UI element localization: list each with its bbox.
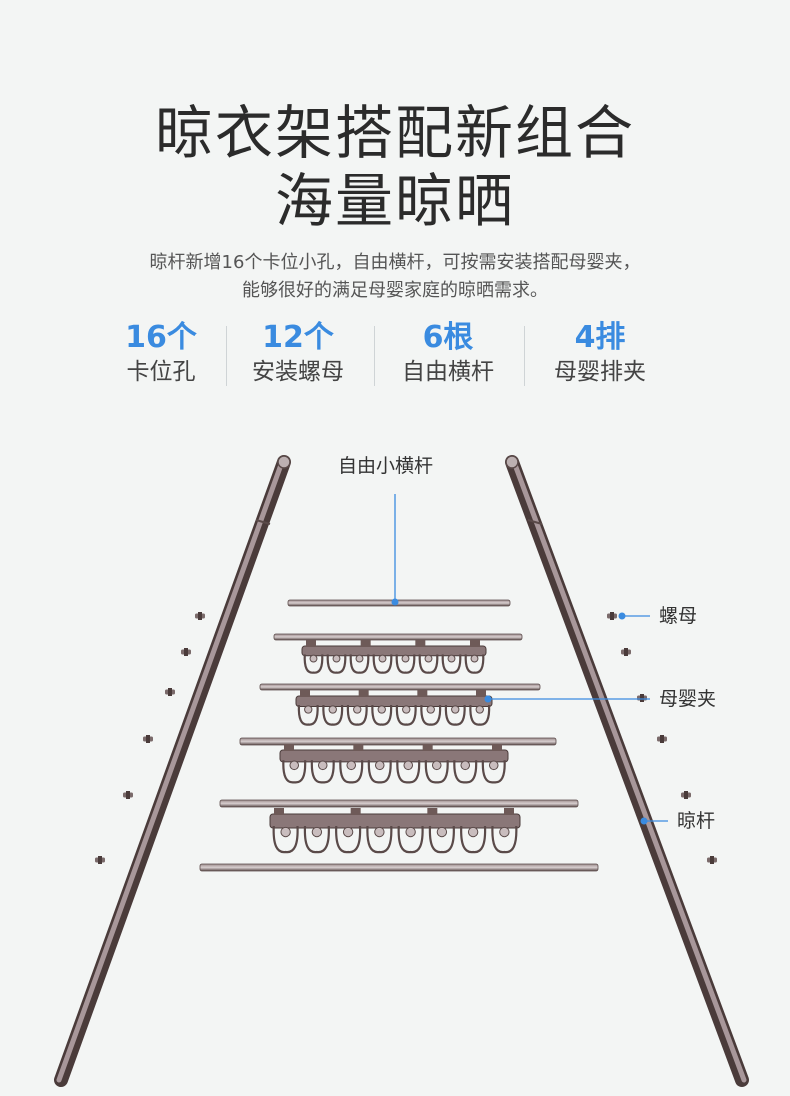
- clip-row: [269, 808, 521, 854]
- baby-clip: [326, 654, 347, 674]
- crossbar: [287, 599, 511, 607]
- baby-clip: [349, 654, 370, 674]
- baby-clip: [282, 760, 307, 784]
- baby-clip: [444, 704, 466, 726]
- nut: [681, 791, 691, 799]
- baby-clip: [272, 825, 299, 854]
- nut: [123, 791, 133, 799]
- stat-clip-rows: 4排 母婴排夹: [525, 322, 675, 387]
- callout-crossbar-label: 自由小横杆: [338, 455, 434, 477]
- clip-row: [301, 640, 487, 674]
- stats-row: 16个 卡位孔 12个 安装螺母 6根 自由横杆 4排 母婴排夹: [0, 322, 790, 388]
- description-line1: 晾杆新增16个卡位小孔，自由横杆，可按需安装搭配母婴夹，: [149, 252, 641, 273]
- nut: [637, 694, 647, 702]
- baby-clip: [339, 760, 364, 784]
- baby-clip: [396, 760, 421, 784]
- baby-clip: [453, 760, 478, 784]
- baby-clip: [335, 825, 362, 854]
- stat-label: 自由横杆: [402, 359, 494, 385]
- baby-clip: [366, 825, 393, 854]
- baby-clip: [481, 760, 506, 784]
- callout-nut-label: 螺母: [659, 605, 698, 627]
- description-line2: 能够很好的满足母婴家庭的晾晒需求。: [242, 280, 548, 301]
- crossbar: [273, 633, 523, 641]
- nut: [657, 735, 667, 743]
- right-pole: [505, 455, 749, 1087]
- stat-label: 母婴排夹: [554, 359, 646, 385]
- baby-clip: [310, 760, 335, 784]
- stat-value: 12个: [262, 320, 334, 355]
- baby-clip: [424, 760, 449, 784]
- baby-clip: [367, 760, 392, 784]
- nut: [95, 856, 105, 864]
- nut: [165, 688, 175, 696]
- headline-line1: 晾衣架搭配新组合: [154, 99, 635, 167]
- nut: [621, 648, 631, 656]
- crossbar: [199, 863, 599, 872]
- baby-clip: [297, 704, 319, 726]
- baby-clip: [372, 654, 393, 674]
- baby-clip: [428, 825, 455, 854]
- stat-holes: 16个 卡位孔: [86, 322, 236, 387]
- baby-clip: [460, 825, 487, 854]
- baby-clip: [303, 654, 324, 674]
- headline-line2: 海量晾晒: [274, 167, 515, 235]
- clip-row: [295, 690, 493, 726]
- baby-clip: [441, 654, 462, 674]
- crossbar: [239, 737, 557, 746]
- baby-clip: [322, 704, 344, 726]
- stat-divider: [374, 326, 375, 386]
- stat-divider: [524, 326, 525, 386]
- baby-clip: [395, 704, 417, 726]
- crossbar: [259, 683, 541, 691]
- stat-value: 4排: [574, 320, 626, 355]
- baby-clip: [395, 654, 416, 674]
- stat-divider: [226, 326, 227, 386]
- stat-nuts: 12个 安装螺母: [223, 322, 373, 387]
- baby-clip: [491, 825, 518, 854]
- clip-row: [279, 744, 509, 784]
- baby-clip: [469, 704, 491, 726]
- baby-clip: [464, 654, 485, 674]
- baby-clip: [397, 825, 424, 854]
- callout-pole-label: 晾杆: [677, 810, 716, 832]
- nut: [707, 856, 717, 864]
- nut: [143, 735, 153, 743]
- stat-value: 16个: [125, 320, 197, 355]
- nut: [181, 648, 191, 656]
- baby-clip: [346, 704, 368, 726]
- callout-lines: [391, 494, 668, 825]
- baby-clip: [420, 704, 442, 726]
- nut: [607, 612, 617, 620]
- stat-label: 卡位孔: [126, 359, 196, 385]
- nut: [195, 612, 205, 620]
- clip-rows: [269, 640, 521, 854]
- baby-clip: [418, 654, 439, 674]
- left-pole: [54, 455, 291, 1087]
- crossbar: [219, 799, 579, 808]
- baby-clip: [303, 825, 330, 854]
- stat-value: 6根: [422, 320, 474, 355]
- stat-crossbars: 6根 自由横杆: [373, 322, 523, 387]
- stat-label: 安装螺母: [252, 359, 344, 385]
- callout-clip-label: 母婴夹: [659, 688, 717, 710]
- baby-clip: [371, 704, 393, 726]
